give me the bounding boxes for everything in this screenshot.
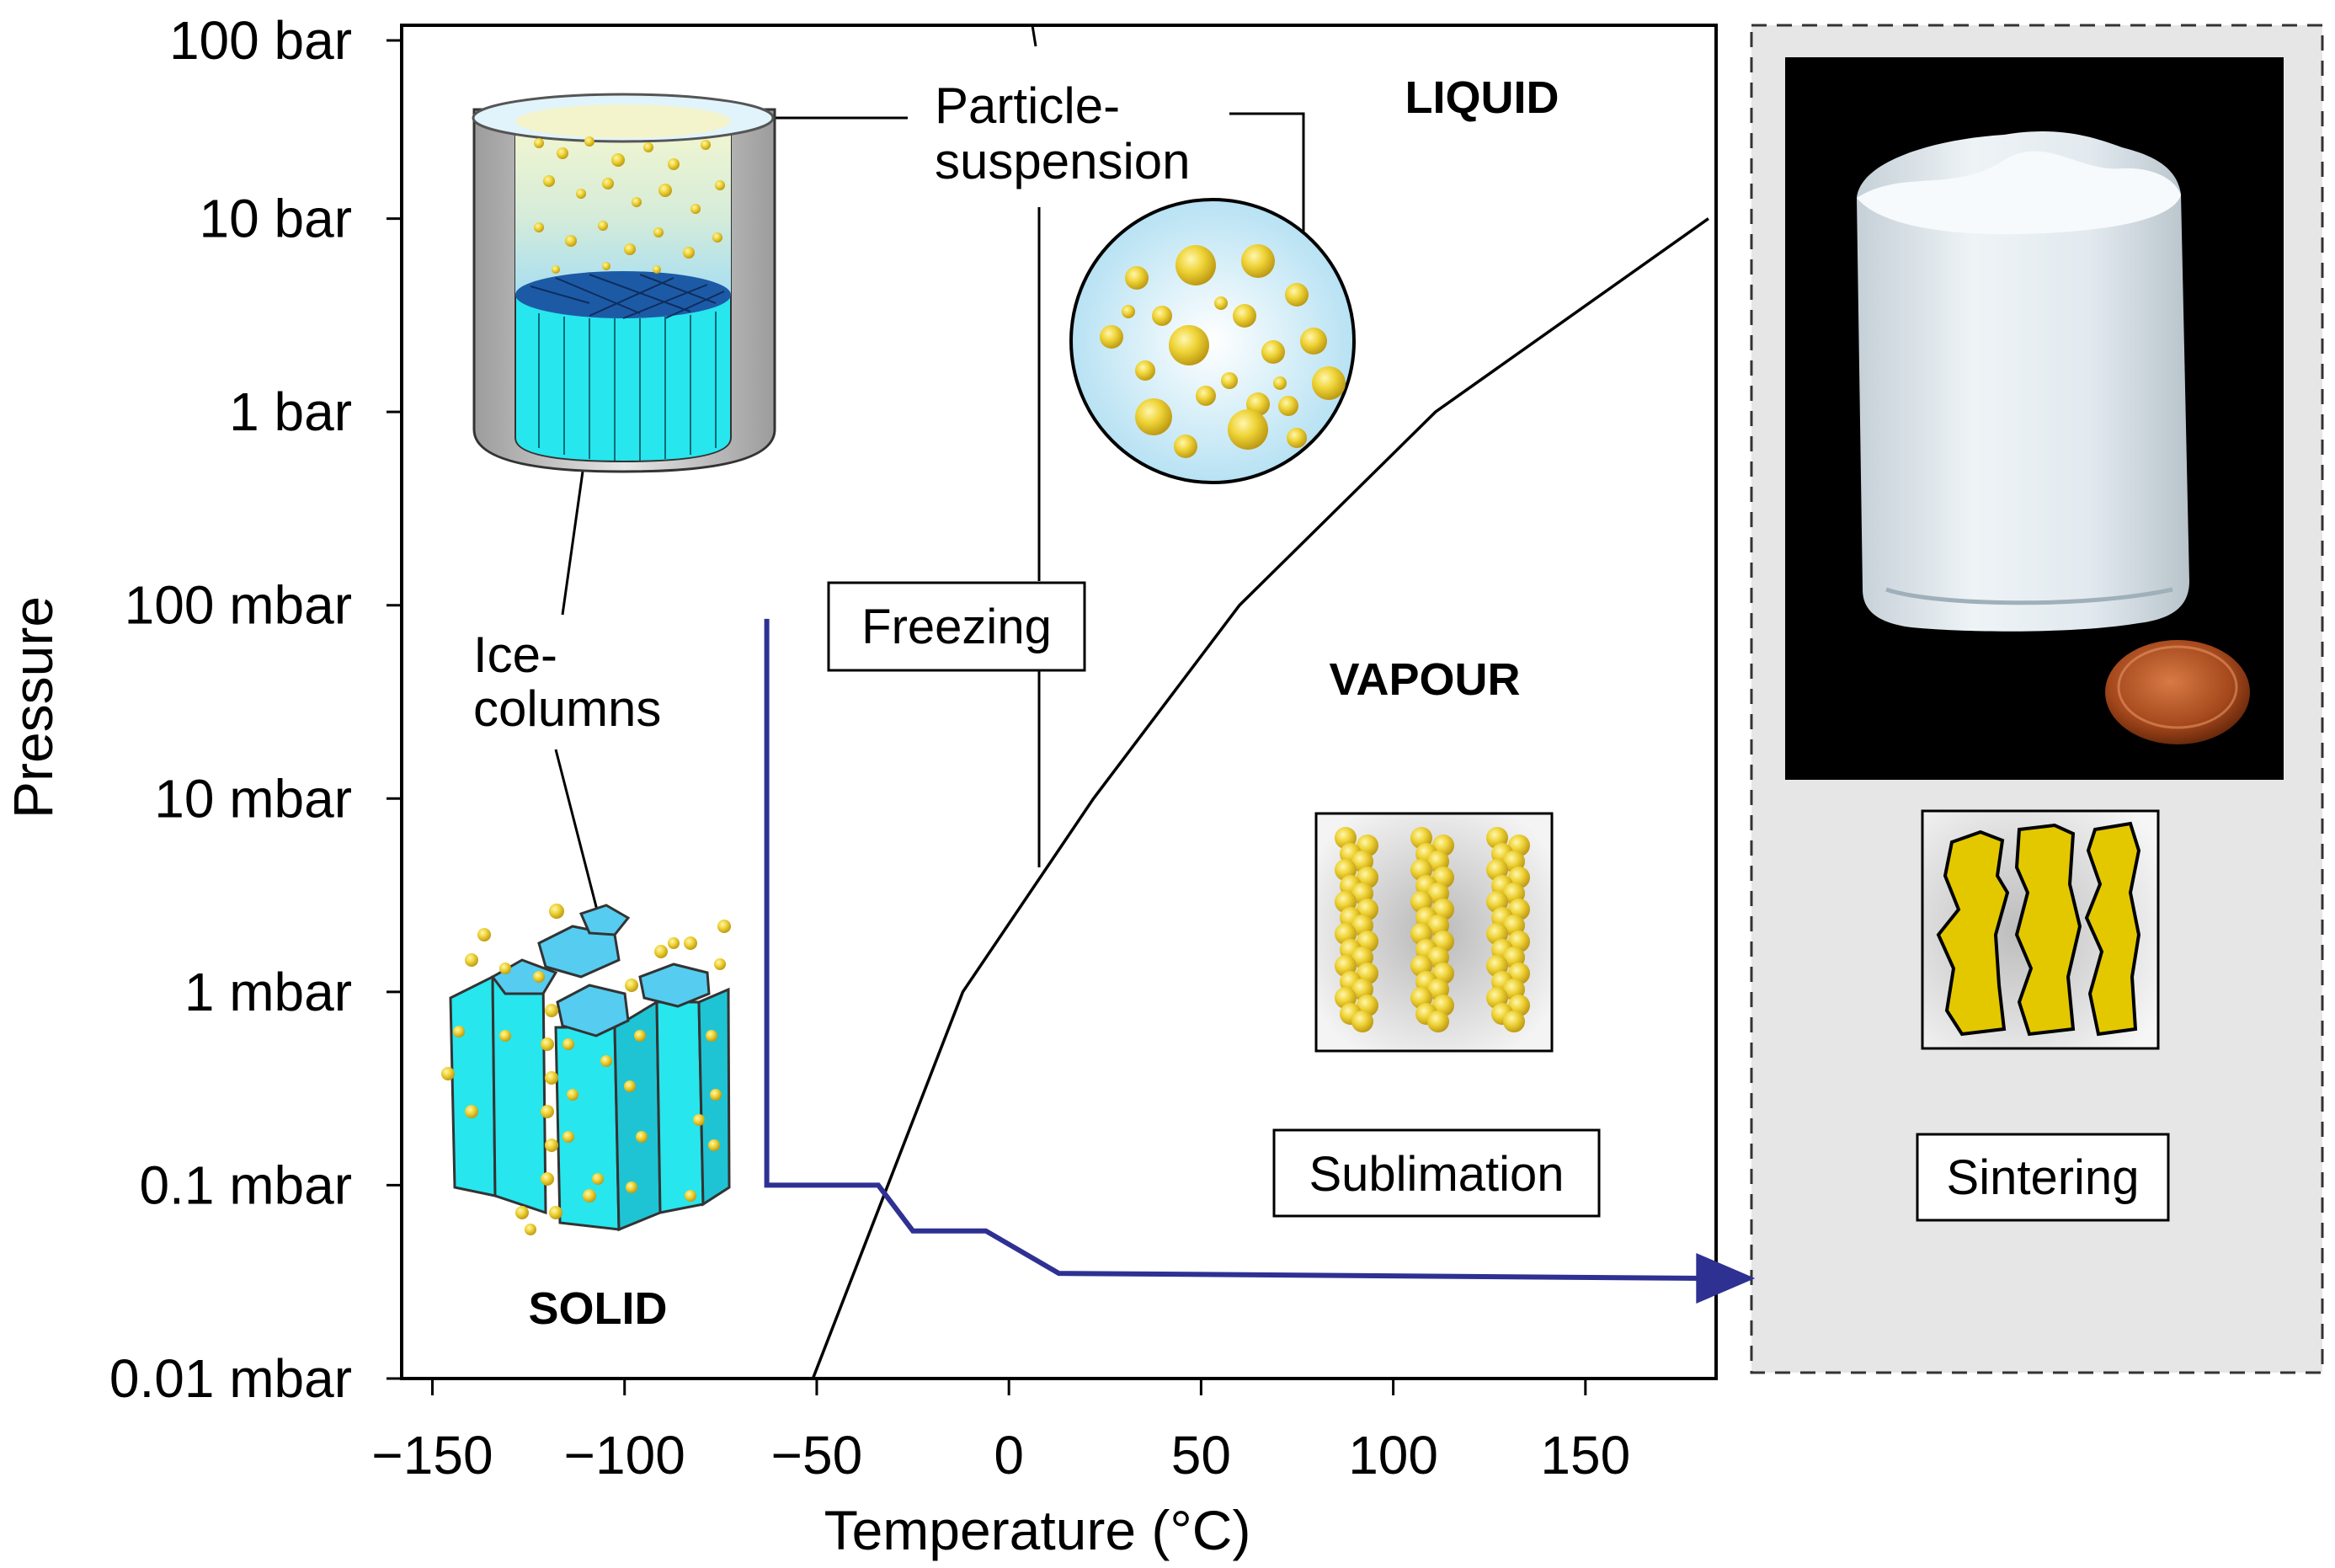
particle-suspension-label: Particle- suspension <box>935 77 1191 189</box>
y-tick-label: 0.1 mbar <box>139 1155 352 1215</box>
region-vapour-label: VAPOUR <box>1329 654 1520 705</box>
particle-ball <box>1351 1011 1373 1032</box>
region-liquid-label: LIQUID <box>1405 72 1559 123</box>
sublimation-label: Sublimation <box>1309 1147 1564 1202</box>
vapour-particle-columns-illustration <box>1314 812 1554 1053</box>
x-tick-label: −150 <box>371 1425 493 1485</box>
particle-ball <box>1427 1011 1449 1032</box>
ice-label-line2: columns <box>473 680 661 737</box>
freezing-vessel-illustration <box>472 93 776 473</box>
sublimation-box <box>1272 1128 1601 1218</box>
x-axis-title: Temperature (°C) <box>824 1499 1251 1561</box>
process-path-line <box>764 618 1707 1283</box>
process-arrow-head <box>1696 1252 1756 1304</box>
series-layer <box>764 217 1756 1379</box>
sintering-label: Sintering <box>1947 1150 2140 1205</box>
sintering-panel: Sintering <box>1750 24 2324 1374</box>
x-tick-label: 50 <box>1171 1425 1231 1485</box>
x-tick-label: 0 <box>994 1425 1024 1485</box>
x-tick-label: −50 <box>771 1425 863 1485</box>
ice-columns-illustration <box>441 904 731 1235</box>
x-axis: −150 −100 −50 0 50 100 150 <box>371 1379 1630 1485</box>
y-tick-label: 10 bar <box>200 189 352 249</box>
y-tick-label: 10 mbar <box>154 768 352 829</box>
ice-label-line1: Ice- <box>473 627 557 683</box>
y-tick-label: 100 mbar <box>125 575 352 636</box>
particle-label-line1: Particle- <box>935 77 1120 134</box>
foam-cylinder <box>1857 131 2189 632</box>
y-tick-label: 100 bar <box>169 10 352 71</box>
particle-label-line2: suspension <box>935 133 1191 189</box>
x-tick-label: 100 <box>1348 1425 1438 1485</box>
ice-leader-lines <box>554 471 603 927</box>
y-axis: 100 bar 10 bar 1 bar 100 mbar 10 mbar 1 mbar 0… <box>109 10 402 1409</box>
ice-columns-label: Ice- columns <box>473 627 661 737</box>
x-tick-label: −100 <box>564 1425 685 1485</box>
vessel-particles <box>534 136 725 274</box>
region-solid-label: SOLID <box>528 1283 667 1334</box>
y-axis-title: Pressure <box>2 596 64 819</box>
freezing-box <box>827 581 1086 672</box>
sintered-structure-icon <box>1921 809 2160 1050</box>
phase-boundary-line <box>811 217 1709 1379</box>
coin <box>2105 640 2250 744</box>
x-tick-label: 150 <box>1540 1425 1630 1485</box>
y-tick-label: 1 bar <box>229 381 352 442</box>
y-tick-label: 1 mbar <box>184 962 352 1022</box>
particle-ball <box>1503 1011 1525 1032</box>
y-tick-label: 0.01 mbar <box>109 1348 352 1409</box>
freezing-label: Freezing <box>861 600 1052 654</box>
suspension-illustration <box>1069 198 1356 484</box>
